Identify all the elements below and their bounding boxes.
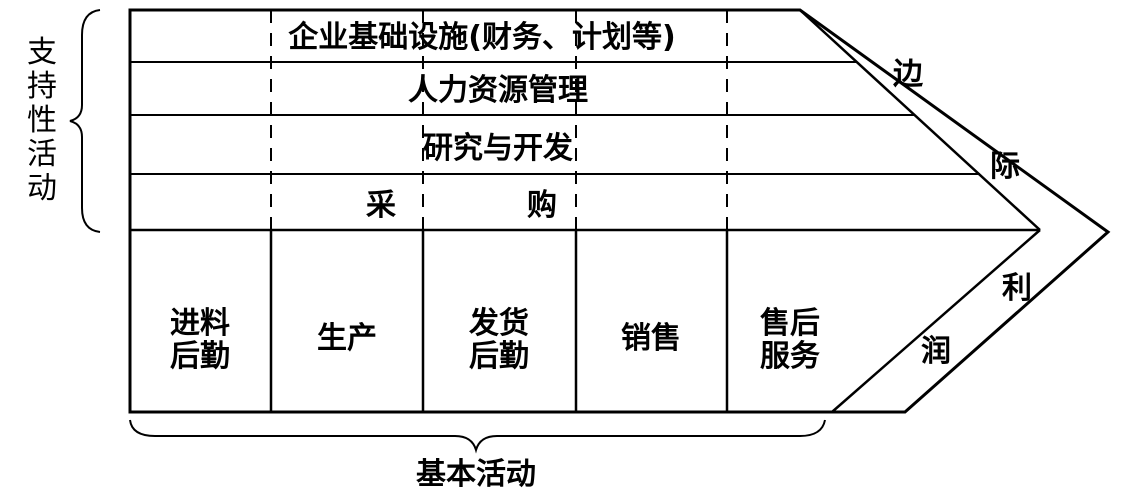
primary-activities-label: 基本活动 xyxy=(416,457,536,492)
procurement-label-2: 购 xyxy=(527,188,557,223)
rnd-label: 研究与开发 xyxy=(423,131,573,166)
support-label-char-4: 活 xyxy=(27,137,57,172)
primary-diagonal xyxy=(831,229,1041,413)
outbound-logistics-line-2: 后勤 xyxy=(469,339,529,374)
operations-label: 生产 xyxy=(317,321,377,356)
margin-char-2: 际 xyxy=(990,149,1020,184)
outbound-logistics-line-1: 发货 xyxy=(468,306,529,341)
after-sales-service-line-2: 服务 xyxy=(760,339,820,374)
support-brace xyxy=(69,9,101,233)
inbound-logistics-line-1: 进料 xyxy=(170,306,230,341)
support-diagonal xyxy=(799,9,1041,231)
after-sales-service-line-1: 售后 xyxy=(760,306,820,341)
margin-char-3: 利 xyxy=(1002,271,1032,306)
hr-label: 人力资源管理 xyxy=(408,73,588,108)
value-chain-outline xyxy=(128,8,1111,414)
margin-char-4: 润 xyxy=(921,334,951,369)
inbound-logistics-line-2: 后勤 xyxy=(170,339,230,374)
margin-char-1: 边 xyxy=(893,57,924,92)
support-label-char-1: 支 xyxy=(27,35,57,70)
support-label-char-3: 性 xyxy=(27,103,57,138)
infrastructure-label: 企业基础设施(财务、计划等) xyxy=(288,20,675,55)
support-label-char-5: 动 xyxy=(27,171,57,206)
procurement-label-1: 采 xyxy=(366,188,396,223)
sales-label: 销售 xyxy=(621,321,681,356)
support-label-char-2: 持 xyxy=(27,69,57,104)
primary-brace xyxy=(129,419,826,454)
